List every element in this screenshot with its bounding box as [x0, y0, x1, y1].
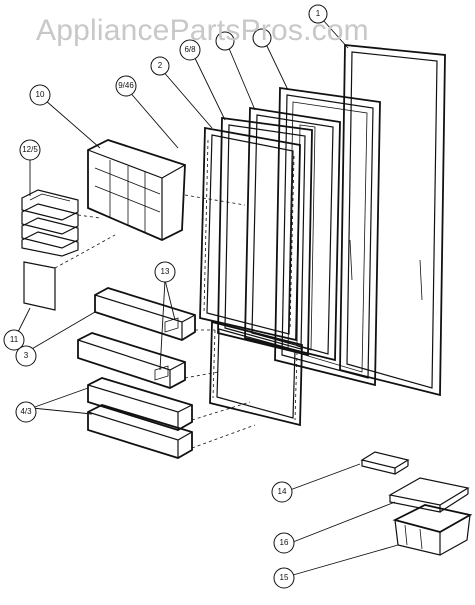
callout-label: 16 — [280, 538, 289, 547]
callout-3: 3 — [15, 345, 37, 367]
callout-label: 2 — [158, 61, 163, 70]
cover-plate — [23, 234, 116, 311]
callout-label: 4/3 — [20, 407, 32, 416]
callout-16: 16 — [273, 532, 295, 554]
callout-1: 1 — [308, 4, 328, 24]
callout-3-upper — [215, 31, 235, 51]
callout-label: 15 — [280, 573, 289, 582]
door-bin-lower-2 — [87, 404, 193, 459]
callout-label: 1 — [316, 9, 321, 18]
callout-label: 10 — [36, 90, 45, 99]
callout-label: 13 — [161, 267, 170, 276]
callout-11: 11 — [3, 329, 25, 351]
callout-2-upper — [252, 28, 272, 48]
callout-13: 13 — [154, 261, 176, 283]
callout-2: 2 — [150, 56, 170, 76]
callout-label: 3 — [24, 351, 29, 360]
bin-lid — [388, 477, 470, 513]
callout-6-8: 6/8 — [179, 39, 201, 61]
door-gasket-frame — [274, 86, 381, 387]
door-liner — [199, 126, 301, 342]
leader-lines — [17, 19, 399, 576]
door-bin-lower-1 — [87, 377, 193, 431]
dairy-compartment — [87, 139, 246, 241]
watermark: AppliancePartsPros.com — [36, 14, 369, 47]
door-lower-frame — [209, 320, 303, 427]
callout-9-46: 9/46 — [115, 75, 137, 97]
egg-tray-stack — [21, 189, 101, 257]
callout-14: 14 — [271, 481, 293, 503]
door-outer-panel — [339, 44, 446, 397]
door-bin-middle — [77, 332, 186, 389]
small-tray — [360, 451, 410, 475]
door-bin-upper — [94, 287, 196, 341]
callout-label: 12/5 — [22, 145, 38, 154]
callout-4-3: 4/3 — [15, 401, 37, 423]
callout-15: 15 — [273, 567, 295, 589]
callout-12-5: 12/5 — [19, 139, 41, 161]
callout-label: 9/46 — [118, 81, 134, 90]
callout-label: 14 — [278, 487, 287, 496]
callout-label: 6/8 — [184, 45, 196, 54]
deep-bin — [392, 504, 473, 556]
callout-label: 11 — [10, 335, 19, 344]
callout-10: 10 — [29, 84, 51, 106]
